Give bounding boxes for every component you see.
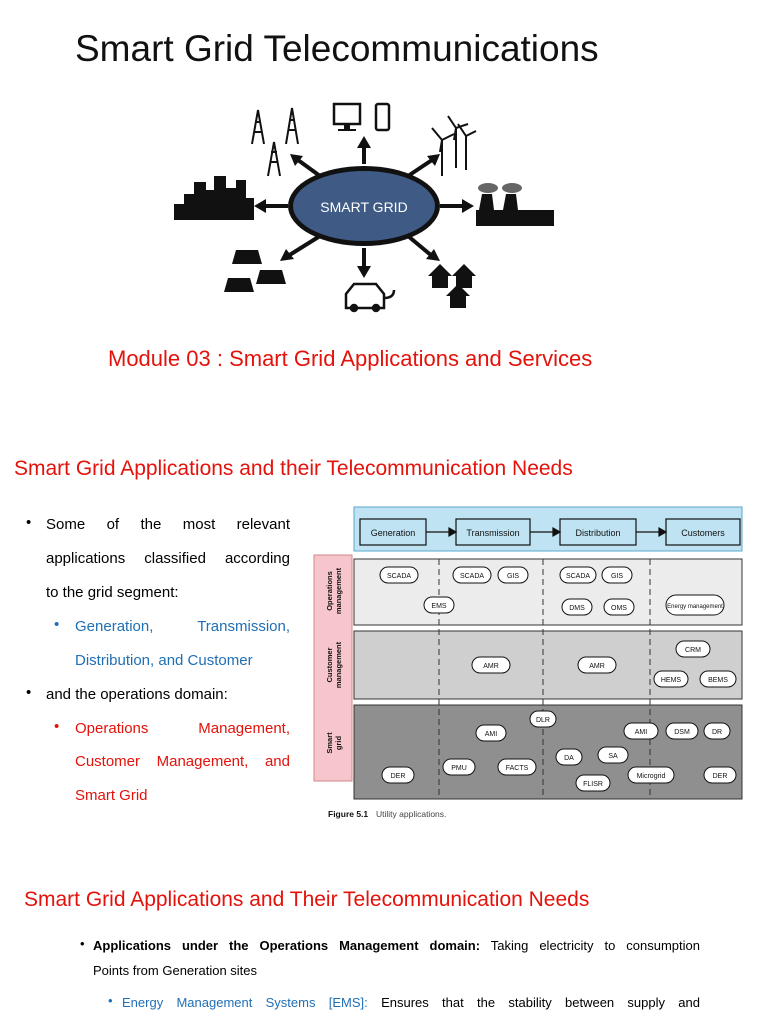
smart-grid-hero-illustration: SMART GRID [174, 102, 554, 313]
app-label: Energy management [667, 604, 723, 610]
app-label: HEMS [661, 677, 682, 684]
transmission-tower-icon [251, 107, 299, 177]
bullet-text: applications classified according [46, 550, 290, 567]
app-label: DR [712, 729, 722, 736]
city-skyline-icon [174, 176, 254, 220]
houses-icon [428, 264, 476, 308]
wind-turbine-icon [431, 115, 477, 176]
section-title: Smart Grid Applications and their Teleco… [14, 457, 573, 480]
paragraph-line: Energy Management Systems [EMS]: Ensures… [122, 994, 700, 1012]
segment-label: Customers [681, 528, 725, 538]
bullet-dot: • [26, 684, 32, 701]
bullet-dot: • [26, 514, 32, 531]
app-label: SCADA [566, 573, 590, 580]
row-label: management [334, 641, 343, 688]
segment-label: Generation [371, 528, 416, 538]
row-label: management [334, 567, 343, 614]
app-label: DA [564, 755, 574, 762]
app-label: FACTS [506, 765, 529, 772]
app-label: AMI [635, 729, 648, 736]
segment-label: Transmission [466, 528, 519, 538]
app-label: DER [713, 773, 728, 780]
app-label: GIS [507, 573, 519, 580]
domain-text: Taking electricity to consumption [480, 938, 700, 953]
app-label: DER [391, 773, 406, 780]
domain-heading: Applications under the Operations Manage… [93, 938, 481, 953]
bullet-dot: • [108, 993, 113, 1008]
monitor-icon [332, 102, 362, 131]
ems-label: Energy Management Systems [EMS]: [122, 995, 368, 1010]
app-label: AMR [589, 663, 605, 670]
sub-bullet-text: Generation, Transmission, [75, 618, 290, 635]
solar-panel-icon [224, 250, 286, 292]
segment-label: Distribution [575, 528, 620, 538]
module-title: Module 03 : Smart Grid Applications and … [108, 346, 593, 371]
slide-title: Smart Grid Telecommunications [75, 28, 599, 69]
app-label: DLR [536, 717, 550, 724]
app-label: AMI [485, 731, 498, 738]
app-label: DSM [674, 729, 690, 736]
bullet-text: to the grid segment: [46, 584, 179, 601]
row-label: Customer [325, 647, 334, 682]
row-customer [353, 630, 743, 700]
power-plant-icon [476, 183, 554, 226]
app-label: SCADA [460, 573, 484, 580]
hero-label: SMART GRID [320, 199, 407, 215]
app-label: SCADA [387, 573, 411, 580]
electric-car-icon [344, 282, 396, 313]
bullet-text: and the operations domain: [46, 686, 228, 703]
app-label: EMS [431, 603, 447, 610]
bullet-dot: • [80, 936, 85, 951]
bullet-text: Some of the most relevant [46, 516, 290, 533]
app-label: Microgrid [637, 773, 666, 780]
figure-caption: Utility applications. [376, 809, 446, 819]
segment-box [665, 518, 741, 546]
row-label: Operations [325, 571, 334, 611]
sub-bullet-text: Customer Management, and [75, 753, 290, 770]
segment-box [359, 518, 427, 546]
phone-icon [374, 102, 391, 132]
paragraph-line: Points from Generation sites [93, 963, 258, 978]
app-label: AMR [483, 663, 499, 670]
sub-bullet-text: Distribution, and Customer [75, 652, 253, 669]
app-label: FLISR [583, 781, 603, 788]
ems-text: Ensures that the stability between suppl… [367, 995, 700, 1010]
row-label: Smart [325, 732, 334, 754]
app-label: GIS [611, 573, 623, 580]
section-title: Smart Grid Applications and Their Teleco… [24, 888, 590, 911]
sub-bullet-text: Smart Grid [75, 787, 148, 804]
hero-arrows [262, 146, 466, 268]
bullet-dot: • [54, 616, 60, 633]
utility-applications-figure: Generation Transmission Distribution Cus… [313, 506, 743, 819]
app-label: OMS [611, 605, 627, 612]
app-label: SA [608, 753, 618, 760]
app-label: CRM [685, 647, 701, 654]
app-label: PMU [451, 765, 467, 772]
app-label: DMS [569, 605, 585, 612]
figure-caption-bold: Figure 5.1 [328, 809, 368, 819]
bullet-dot: • [54, 718, 60, 735]
paragraph-line: Applications under the Operations Manage… [93, 937, 700, 955]
app-label: BEMS [708, 677, 728, 684]
row-label: grid [334, 736, 343, 751]
sub-bullet-text: Operations Management, [75, 720, 290, 737]
